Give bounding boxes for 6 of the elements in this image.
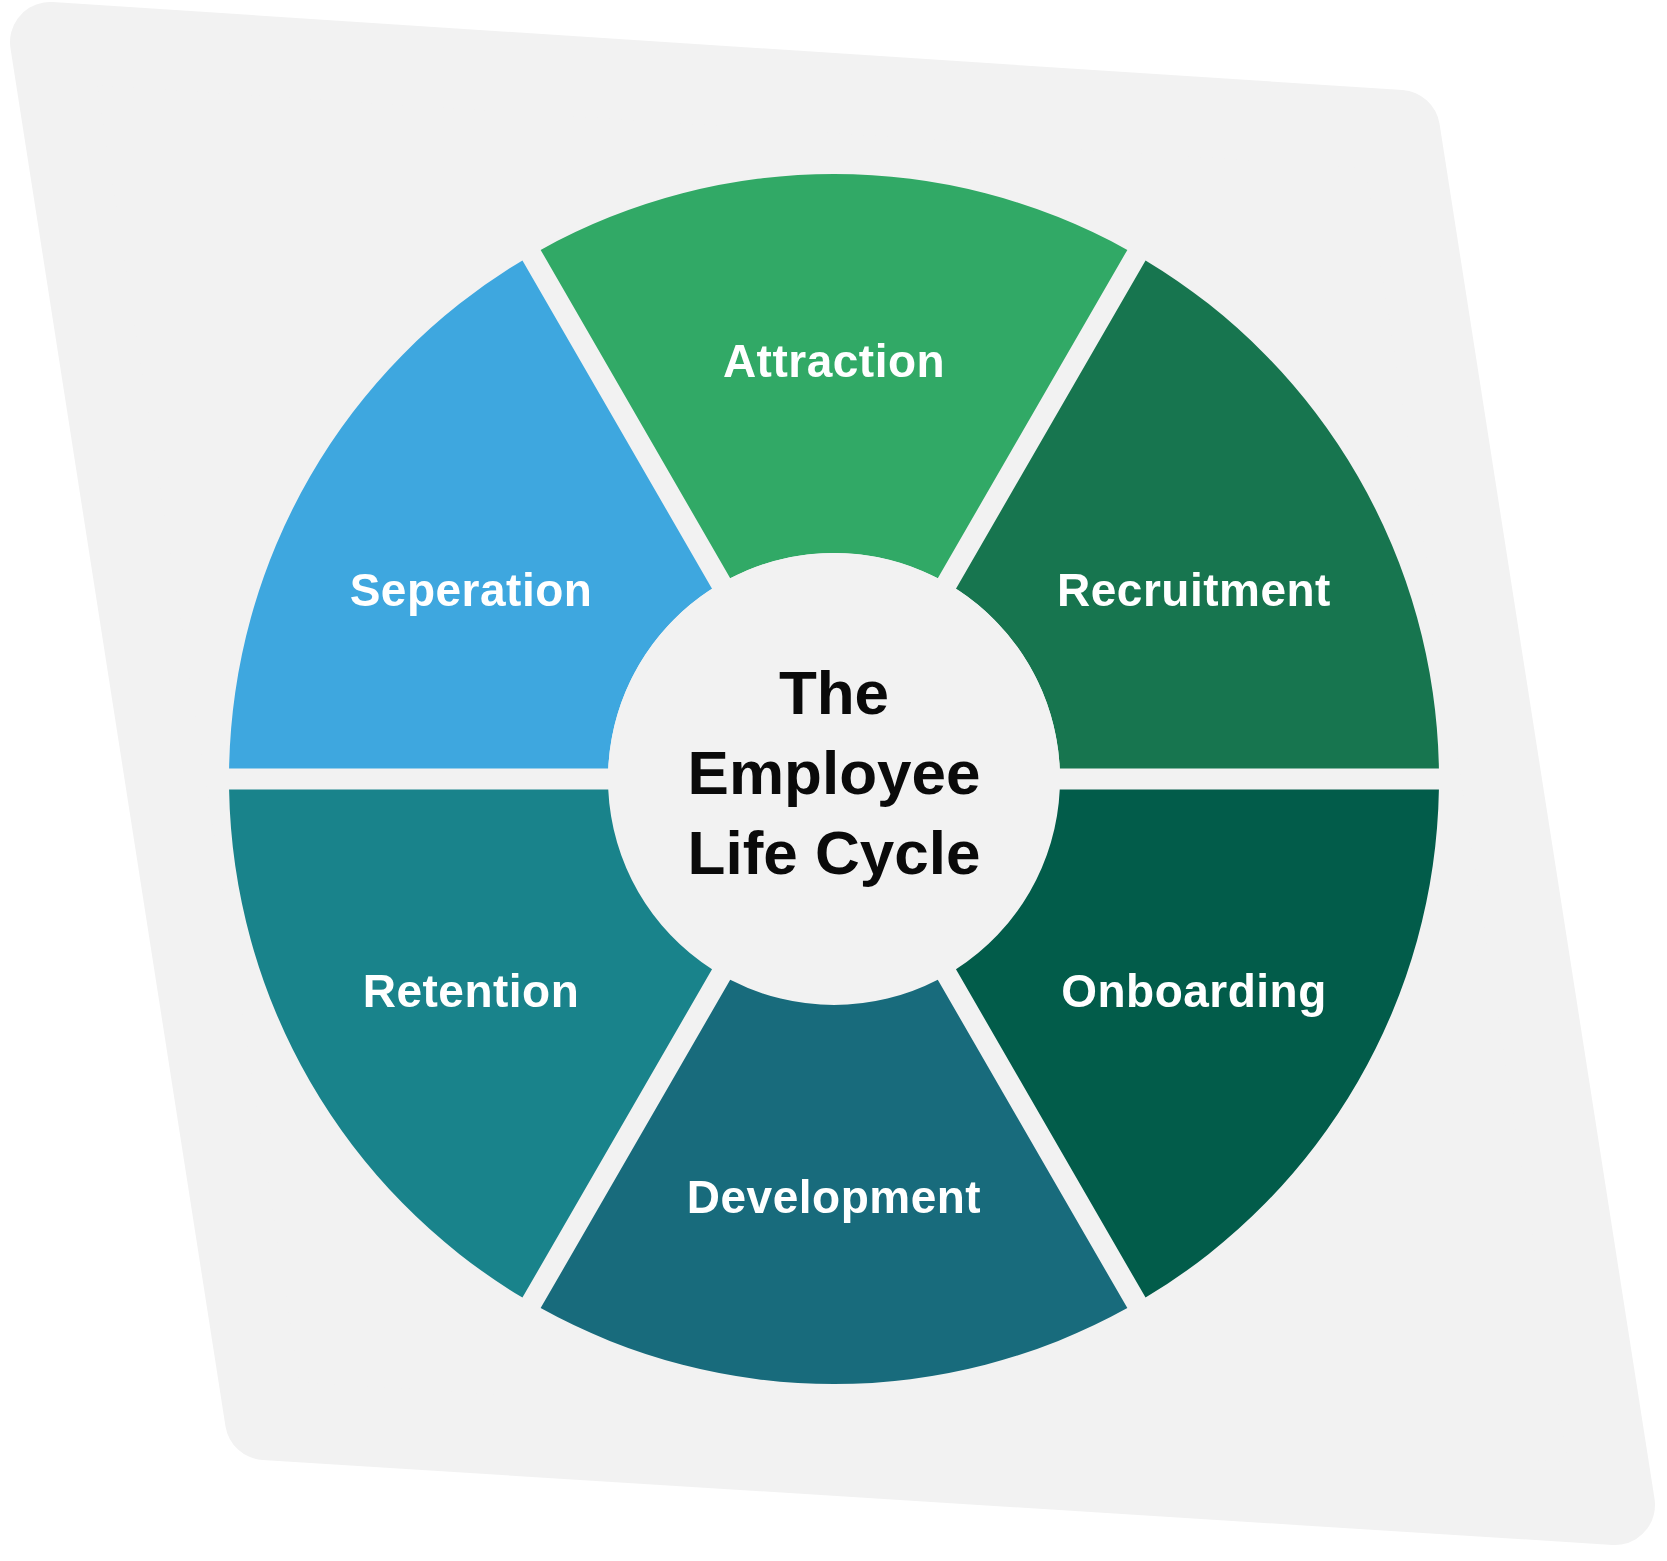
segment-label: Onboarding xyxy=(1061,965,1327,1017)
segment-label: Attraction xyxy=(722,335,946,387)
segment-label: Development xyxy=(686,1171,982,1223)
segment-label: Retention xyxy=(362,965,580,1017)
segment-label: Seperation xyxy=(349,564,593,616)
segment-label: Recruitment xyxy=(1057,564,1331,616)
